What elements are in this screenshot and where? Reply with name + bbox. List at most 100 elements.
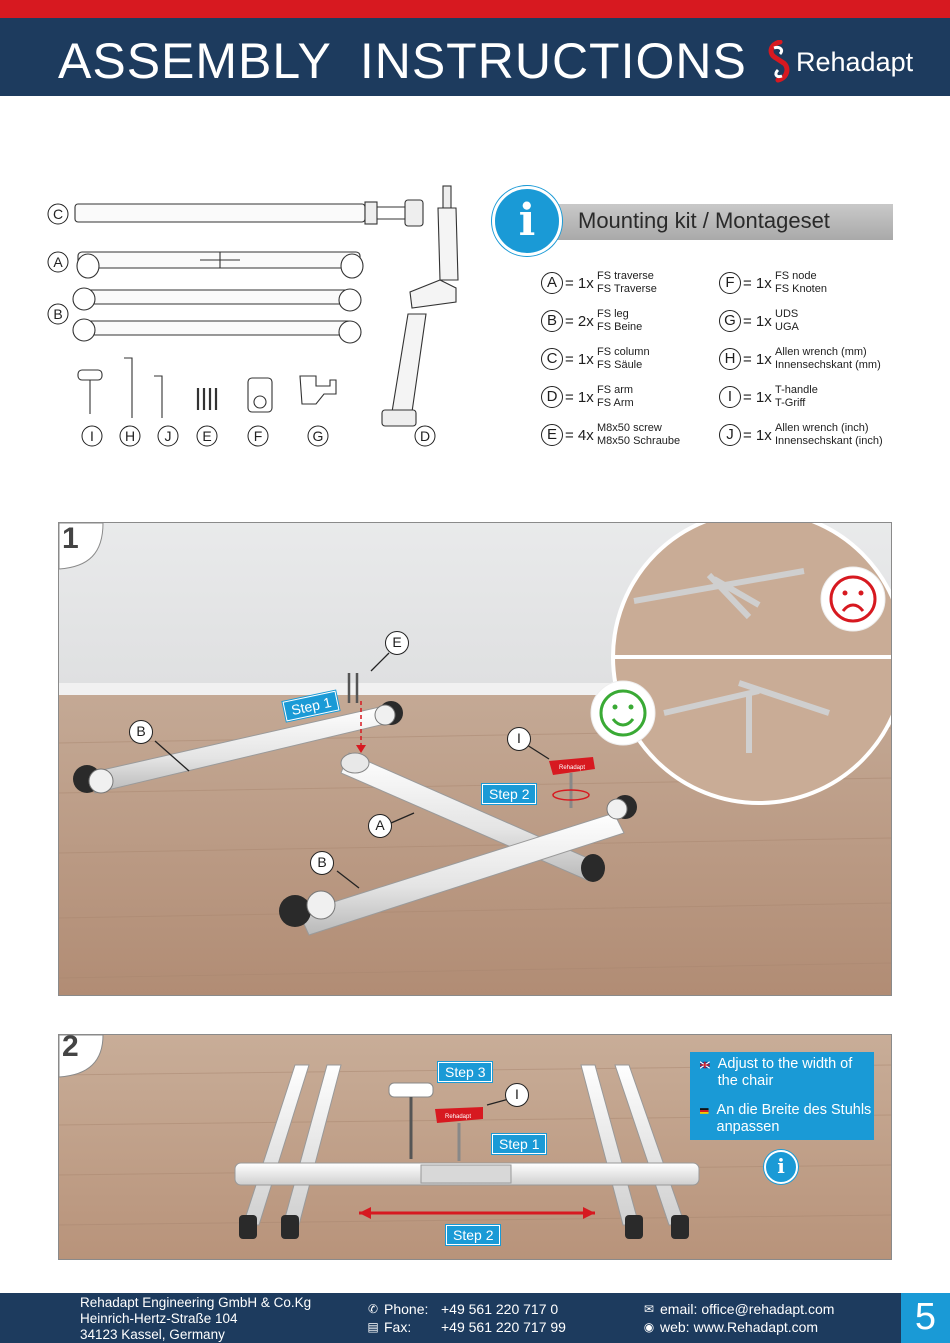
page-title: ASSEMBLY INSTRUCTIONS bbox=[58, 33, 747, 89]
phone-number: +49 561 220 717 0 bbox=[441, 1301, 559, 1317]
callout-b-left: B bbox=[129, 720, 153, 744]
kit-name-en: M8x50 screw bbox=[597, 422, 662, 434]
kit-name-en: UDS bbox=[775, 308, 799, 320]
kit-name-en: FS column bbox=[597, 346, 650, 358]
part-label-h: H bbox=[119, 425, 141, 447]
svg-text:H: H bbox=[125, 428, 135, 444]
step-2-label: Step 2 bbox=[446, 1225, 501, 1245]
kit-name-en: T-handle bbox=[775, 384, 818, 396]
kit-letter: A bbox=[541, 272, 563, 294]
svg-text:G: G bbox=[313, 428, 324, 444]
web-contact: ◉ web: www.Rehadapt.com bbox=[642, 1319, 818, 1335]
info-icon: i bbox=[764, 1150, 798, 1184]
brand-logo: Rehadapt bbox=[766, 40, 913, 84]
kit-item-j: J = 1x Allen wrench (inch)Innensechskant… bbox=[719, 422, 883, 448]
page-number: 5 bbox=[901, 1293, 950, 1343]
part-label-i: I bbox=[81, 425, 103, 447]
company-name: Rehadapt Engineering GmbH & Co.Kg bbox=[80, 1295, 312, 1310]
kit-quantity: = 1x bbox=[743, 350, 772, 368]
svg-text:J: J bbox=[165, 428, 172, 444]
part-label-e: E bbox=[196, 425, 218, 447]
kit-name-en: Allen wrench (inch) bbox=[775, 422, 869, 434]
fax-contact: ▤ Fax: +49 561 220 717 99 bbox=[366, 1319, 566, 1335]
kit-name-de: M8x50 Schraube bbox=[597, 435, 681, 447]
info-icon: i bbox=[492, 186, 562, 256]
part-label-f: F bbox=[247, 425, 269, 447]
email-link[interactable]: office@rehadapt.com bbox=[701, 1301, 835, 1317]
fax-label: Fax: bbox=[384, 1319, 412, 1335]
mounting-kit-title: Mounting kit / Montageset bbox=[578, 208, 830, 233]
part-label-c: C bbox=[47, 203, 69, 225]
phone-label: Phone: bbox=[384, 1301, 429, 1317]
note-english: Adjust to the width of the chair bbox=[717, 1056, 853, 1089]
svg-text:F: F bbox=[254, 428, 263, 444]
kit-name-en: FS arm bbox=[597, 384, 634, 396]
kit-quantity: = 1x bbox=[743, 426, 772, 444]
page-header: ASSEMBLY INSTRUCTIONS Rehadapt bbox=[0, 18, 950, 96]
kit-letter: B bbox=[541, 310, 563, 332]
svg-text:I: I bbox=[90, 428, 94, 444]
company-address: Rehadapt Engineering GmbH & Co.Kg Heinri… bbox=[80, 1295, 311, 1343]
kit-name-de: T-Griff bbox=[775, 397, 806, 409]
mounting-kit-header-bar bbox=[548, 204, 893, 240]
part-label-a: A bbox=[47, 251, 69, 273]
callout-i: I bbox=[507, 727, 531, 751]
step-3-label: Step 3 bbox=[438, 1062, 493, 1082]
company-city: 34123 Kassel, Germany bbox=[80, 1327, 225, 1342]
page-footer: Rehadapt Engineering GmbH & Co.Kg Heinri… bbox=[0, 1293, 950, 1343]
note-german: An die Breite des Stuhls anpassen bbox=[716, 1102, 872, 1135]
step-1-label: Step 1 bbox=[492, 1134, 547, 1154]
step-1-illustration: Rehadapt bbox=[59, 523, 891, 995]
step-2-label: Step 2 bbox=[482, 784, 537, 804]
kit-item-h: H = 1x Allen wrench (mm)Innensechskant (… bbox=[719, 346, 881, 372]
fax-icon: ▤ bbox=[367, 1320, 379, 1334]
svg-text:E: E bbox=[202, 428, 211, 444]
globe-icon: ◉ bbox=[643, 1320, 655, 1334]
phone-contact: ✆ Phone: +49 561 220 717 0 bbox=[366, 1301, 558, 1317]
kit-quantity: = 1x bbox=[743, 312, 772, 330]
uk-flag-icon bbox=[700, 1061, 710, 1069]
kit-name-de: FS Traverse bbox=[597, 283, 657, 295]
kit-quantity: = 1x bbox=[565, 274, 594, 292]
kit-letter: I bbox=[719, 386, 741, 408]
callout-e: E bbox=[385, 631, 409, 655]
kit-name-en: FS leg bbox=[597, 308, 629, 320]
svg-text:Rehadapt: Rehadapt bbox=[445, 1114, 471, 1120]
kit-quantity: = 1x bbox=[565, 388, 594, 406]
part-label-d: D bbox=[414, 425, 436, 447]
svg-text:D: D bbox=[420, 428, 430, 444]
kit-letter: C bbox=[541, 348, 563, 370]
t-handle-tool: Rehadapt bbox=[549, 757, 595, 808]
rehadapt-logo-icon bbox=[768, 40, 790, 83]
email-icon: ✉ bbox=[643, 1302, 655, 1316]
kit-name-de: Innensechskant (mm) bbox=[775, 359, 881, 371]
kit-letter: D bbox=[541, 386, 563, 408]
part-label-j: J bbox=[157, 425, 179, 447]
kit-name-en: FS node bbox=[775, 270, 817, 282]
kit-name-de: Innensechskant (inch) bbox=[775, 435, 883, 447]
kit-quantity: = 4x bbox=[565, 426, 594, 444]
web-link[interactable]: www.Rehadapt.com bbox=[693, 1319, 819, 1335]
germany-flag-icon bbox=[700, 1108, 709, 1114]
part-label-g: G bbox=[307, 425, 329, 447]
svg-text:A: A bbox=[53, 254, 63, 270]
company-street: Heinrich-Hertz-Straße 104 bbox=[80, 1311, 238, 1326]
part-label-b: B bbox=[47, 303, 69, 325]
kit-quantity: = 2x bbox=[565, 312, 594, 330]
kit-name-de: FS Arm bbox=[597, 397, 634, 409]
email-contact: ✉ email: office@rehadapt.com bbox=[642, 1301, 834, 1317]
width-adjust-note: Adjust to the width of the chair An die … bbox=[690, 1052, 874, 1140]
email-label: email: bbox=[660, 1301, 698, 1317]
t-handle-tool: Rehadapt bbox=[388, 1082, 483, 1161]
kit-quantity: = 1x bbox=[565, 350, 594, 368]
kit-name-de: FS Säule bbox=[597, 359, 643, 371]
kit-letter: G bbox=[719, 310, 741, 332]
kit-letter: E bbox=[541, 424, 563, 446]
